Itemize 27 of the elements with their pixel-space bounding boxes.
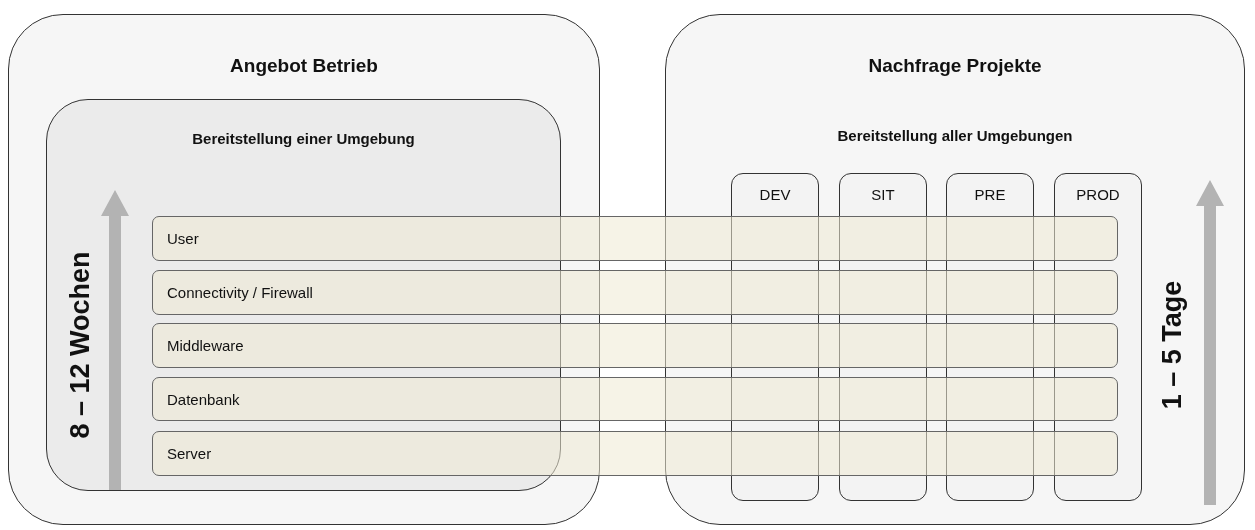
label: DEV: [759, 186, 791, 203]
layer-bar: [152, 270, 1118, 315]
layer-bar: [152, 216, 1118, 261]
layer-bar: [152, 431, 1118, 476]
duration-label: 8 – 12 Wochen: [64, 251, 96, 439]
environment-column: [731, 173, 819, 501]
label: SIT: [871, 186, 895, 203]
layer-bar: [152, 323, 1118, 368]
label: PRE: [974, 186, 1006, 203]
label: Datenbank: [167, 390, 240, 408]
heading: Nachfrage Projekte: [868, 55, 1042, 77]
rounded-panel: [665, 14, 1245, 525]
layer-bar: [152, 377, 1118, 421]
label: Server: [167, 445, 212, 462]
label: PROD: [1076, 186, 1120, 203]
rounded-panel: [8, 14, 600, 525]
environment-column: [946, 173, 1034, 501]
subheading: Bereitstellung aller Umgebungen: [837, 127, 1073, 144]
rounded-panel: [46, 99, 561, 491]
label: Connectivity / Firewall: [167, 284, 313, 301]
environment-column: [1054, 173, 1142, 501]
heading: Angebot Betrieb: [230, 55, 378, 77]
duration-label: 1 – 5 Tage: [1156, 280, 1188, 410]
label: Middleware: [167, 337, 244, 354]
environment-column: [839, 173, 927, 501]
heading: Bereitstellung einer Umgebung: [192, 130, 415, 147]
label: User: [167, 230, 199, 247]
